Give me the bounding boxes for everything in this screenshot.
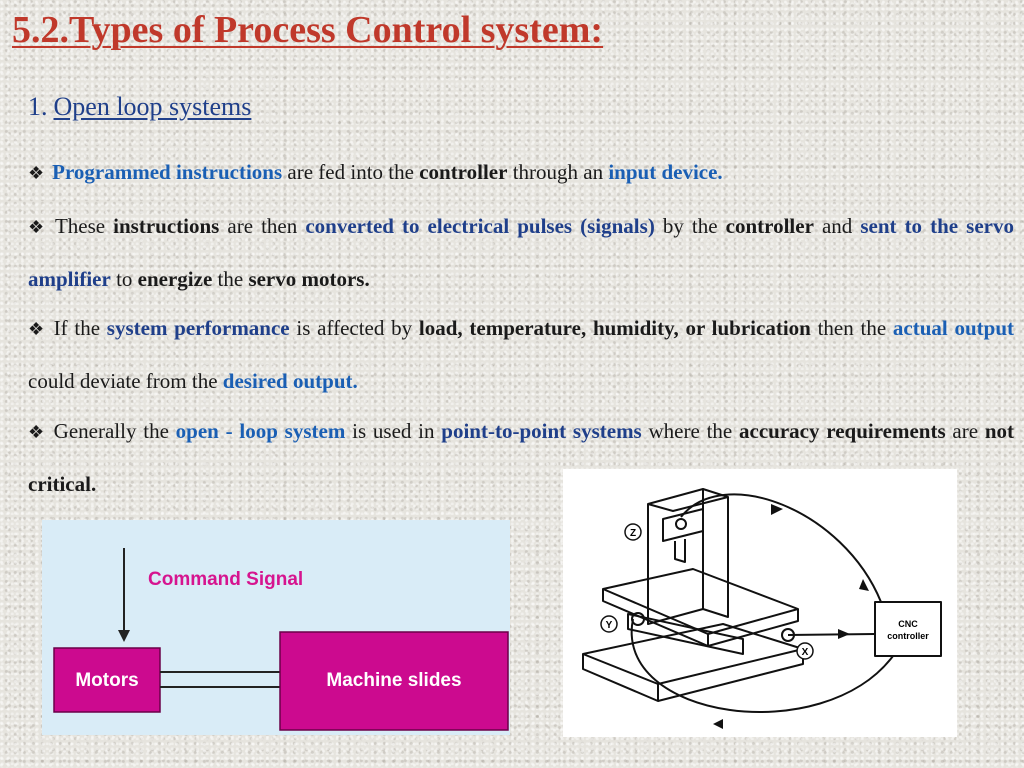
text-run: instructions bbox=[113, 214, 220, 238]
text-run: Programmed instructions bbox=[52, 160, 283, 184]
text-run: controller bbox=[419, 160, 508, 184]
saddle bbox=[627, 613, 744, 655]
text-run: through an bbox=[507, 160, 609, 184]
text-run: These bbox=[54, 214, 114, 238]
text-run: Generally the bbox=[53, 419, 176, 443]
text-run: If the bbox=[53, 316, 107, 340]
text-run: are fed into the bbox=[282, 160, 420, 184]
text-run: controller bbox=[725, 214, 814, 238]
text-run: converted to electrical pulses (signals) bbox=[305, 214, 655, 238]
y-feedback-line bbox=[630, 618, 894, 713]
open-loop-block-diagram: Command Signal Motors Machine slides bbox=[42, 520, 510, 735]
text-run: accuracy requirements bbox=[739, 419, 946, 443]
text-run: and bbox=[813, 214, 861, 238]
bullet-paragraph-4: ❖ Generally the open - loop system is use… bbox=[28, 405, 1014, 510]
z-axis-motor bbox=[675, 518, 687, 530]
text-run: are bbox=[945, 419, 985, 443]
z-axis-marker bbox=[624, 523, 642, 541]
command-signal-label: Command Signal bbox=[148, 569, 303, 590]
cnc-machine-figure: Z Y X CNC controller bbox=[563, 469, 957, 737]
motors-label: Motors bbox=[75, 670, 138, 691]
text-run: the bbox=[212, 267, 249, 291]
text-run: then the bbox=[810, 316, 893, 340]
cnc-controller-box bbox=[874, 601, 942, 657]
y-axis-label: Y bbox=[606, 620, 613, 631]
arrowhead-2 bbox=[859, 579, 869, 591]
text-run: desired output. bbox=[222, 369, 358, 393]
spindle bbox=[674, 539, 686, 563]
x-axis-label: X bbox=[802, 647, 809, 658]
cnc-controller-label-line1: CNC bbox=[898, 619, 918, 629]
section-title: Open loop systems bbox=[53, 92, 252, 121]
text-run: by the bbox=[654, 214, 726, 238]
bullet-paragraph-1: ❖ Programmed instructions are fed into th… bbox=[28, 146, 1014, 199]
arrowhead-4 bbox=[713, 719, 723, 729]
text-run: not critical. bbox=[28, 419, 1015, 496]
section-number: 1. bbox=[28, 92, 48, 121]
text-run: energize bbox=[137, 267, 213, 291]
text-run: is used in bbox=[345, 419, 442, 443]
column-top bbox=[647, 496, 729, 512]
text-run: load, temperature, humidity, or lubricat… bbox=[418, 316, 811, 340]
bullet-paragraph-2: ❖ These instructions are then converted t… bbox=[28, 200, 1014, 305]
section-heading: 1.Open loop systems bbox=[28, 92, 251, 122]
text-run: point-to-point systems bbox=[441, 419, 642, 443]
text-run: actual output bbox=[892, 316, 1015, 340]
y-axis-marker bbox=[600, 615, 618, 633]
text-run: where the bbox=[641, 419, 740, 443]
text-run: system performance bbox=[106, 316, 290, 340]
bullet-paragraph-3: ❖ If the system performance is affected b… bbox=[28, 302, 1014, 407]
spindle-head bbox=[662, 508, 704, 542]
bullet-icon: ❖ bbox=[28, 319, 46, 339]
arrowhead-3 bbox=[838, 629, 850, 639]
text-run: sent to the servo amplifier bbox=[28, 214, 1014, 291]
text-run: open - loop system bbox=[175, 419, 346, 443]
bullet-icon: ❖ bbox=[28, 163, 45, 183]
machine-base-side bbox=[582, 654, 659, 702]
block-diagram-svg: Command Signal Motors Machine slides bbox=[53, 548, 509, 731]
bullet-icon: ❖ bbox=[28, 217, 47, 237]
x-axis-marker bbox=[796, 642, 814, 660]
x-feedback-line bbox=[787, 633, 876, 636]
y-axis-motor bbox=[631, 612, 645, 626]
text-run: input device. bbox=[608, 160, 723, 184]
arrowhead-1 bbox=[771, 504, 783, 515]
motors-box bbox=[53, 647, 161, 713]
text-run: is affected by bbox=[289, 316, 419, 340]
column-side bbox=[702, 488, 729, 618]
cnc-controller-label-line2: controller bbox=[887, 631, 929, 641]
z-axis-label: Z bbox=[630, 528, 636, 539]
bullet-icon: ❖ bbox=[28, 422, 46, 442]
machine-slides-box bbox=[279, 631, 509, 731]
cnc-machine-svg: Z Y X CNC controller bbox=[582, 488, 942, 729]
z-feedback-line bbox=[680, 493, 882, 603]
slide-title: 5.2.Types of Process Control system: bbox=[12, 9, 604, 51]
work-table-side bbox=[602, 589, 709, 647]
machine-base-top bbox=[582, 623, 804, 685]
machine-slides-label: Machine slides bbox=[326, 670, 461, 691]
text-run: servo motors. bbox=[248, 267, 370, 291]
text-run: could deviate from the bbox=[28, 369, 223, 393]
command-arrow-head bbox=[118, 630, 130, 642]
text-run: are then bbox=[219, 214, 306, 238]
text-run: to bbox=[110, 267, 138, 291]
machine-base-front bbox=[657, 649, 804, 702]
